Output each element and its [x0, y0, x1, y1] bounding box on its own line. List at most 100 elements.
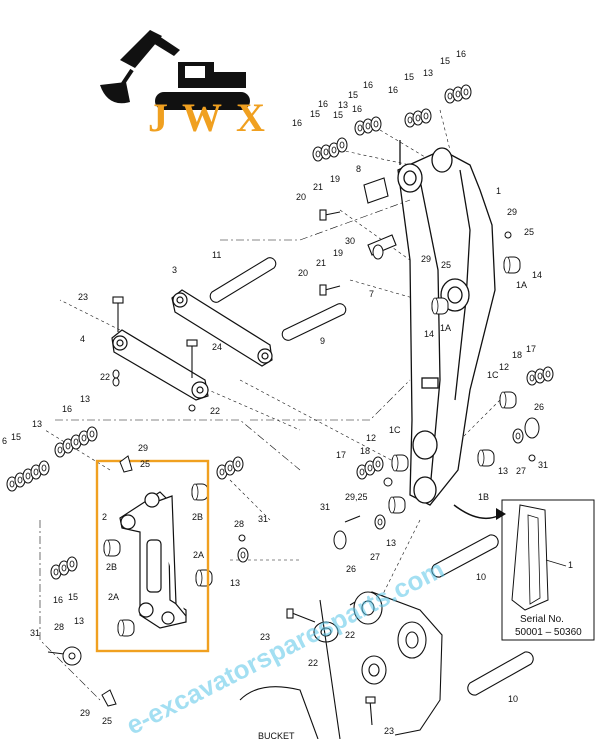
callout: 1B [478, 492, 489, 502]
callout: 21 [313, 182, 323, 192]
link-arm-part-4 [111, 329, 209, 401]
callout: 13 [423, 68, 433, 78]
highlight-box [95, 459, 210, 653]
serial-title: Serial No. [520, 614, 564, 625]
callout: 16 [318, 99, 328, 109]
callout: 25 [140, 459, 150, 469]
callout: 25 [524, 227, 534, 237]
callout: 22 [345, 630, 355, 640]
callout: 28 [234, 519, 244, 529]
callout: 31 [258, 514, 268, 524]
callout: 21 [316, 258, 326, 268]
callout: 23 [260, 632, 270, 642]
callout: 16 [388, 85, 398, 95]
callout: 31 [538, 460, 548, 470]
callout: 14 [532, 270, 542, 280]
callout: 15 [348, 90, 358, 100]
callout: 8 [356, 164, 361, 174]
callout: 19 [333, 248, 343, 258]
callout: 22 [100, 372, 110, 382]
callout: 15 [11, 432, 21, 442]
callout: 29 [80, 708, 90, 718]
callout: 22 [308, 658, 318, 668]
pins [209, 177, 534, 696]
callout-labels: 16 15 16 15 16 13 16 15 16 15 13 15 16 1… [2, 49, 548, 736]
h-link-part-2 [119, 491, 187, 629]
callout: 19 [330, 174, 340, 184]
callout: 2B [106, 562, 117, 572]
callout: 17 [336, 450, 346, 460]
callout: 1A [516, 280, 527, 290]
callout: 16 [456, 49, 466, 59]
callout: 9 [320, 336, 325, 346]
bolts [47, 209, 376, 726]
serial-inset: 1 Serial No. 50001 – 50360 [453, 499, 595, 641]
callout: 13 [80, 394, 90, 404]
callout: 20 [296, 192, 306, 202]
serial-range: 50001 – 50360 [515, 627, 582, 638]
callout: 13 [74, 616, 84, 626]
callout: 17 [526, 344, 536, 354]
callout: 3 [172, 265, 177, 275]
callout: 13 [230, 578, 240, 588]
bucket-linkage [239, 591, 443, 740]
callout: 10 [476, 572, 486, 582]
callout: 30 [345, 236, 355, 246]
callout: 16 [352, 104, 362, 114]
guide-lines [44, 109, 501, 601]
callout: 15 [310, 109, 320, 119]
callout: 13 [338, 100, 348, 110]
frame-lines [39, 199, 411, 701]
callout: 24 [212, 342, 222, 352]
callout: 13 [498, 466, 508, 476]
callout: 1A [440, 323, 451, 333]
callout: 18 [360, 446, 370, 456]
callout: 27 [516, 466, 526, 476]
callout: 13 [32, 419, 42, 429]
callout: 1C [389, 425, 401, 435]
callout: 25 [441, 260, 451, 270]
callout: 23 [384, 726, 394, 736]
callout: 15 [68, 592, 78, 602]
callout: 29,25 [345, 492, 368, 502]
callout: 20 [298, 268, 308, 278]
callout: 15 [333, 110, 343, 120]
callout: 14 [424, 329, 434, 339]
callout: 2A [193, 550, 204, 560]
callout: 16 [62, 404, 72, 414]
callout: 29 [507, 207, 517, 217]
link-arm-part-3 [171, 289, 273, 367]
callout: 7 [369, 289, 374, 299]
logo-text: JWX [148, 95, 279, 140]
callout: 15 [404, 72, 414, 82]
callout: 26 [346, 564, 356, 574]
callout: 2A [108, 592, 119, 602]
callout: 12 [499, 362, 509, 372]
callout: 1C [487, 370, 499, 380]
callout: 6 [2, 436, 7, 446]
callout: 26 [534, 402, 544, 412]
callout: 10 [508, 694, 518, 704]
bucket-label: BUCKET [258, 731, 295, 739]
callout: 23 [78, 292, 88, 302]
callout: 27 [370, 552, 380, 562]
callout: 29 [421, 254, 431, 264]
callout: 22 [210, 406, 220, 416]
callout: 4 [80, 334, 85, 344]
callout: 29 [138, 443, 148, 453]
callout: 13 [386, 538, 396, 548]
callout: 15 [440, 56, 450, 66]
callout: 31 [30, 628, 40, 638]
callout: 18 [512, 350, 522, 360]
callout: 1 [496, 186, 501, 196]
boom-arm-part-1 [397, 140, 496, 506]
small-parts [62, 231, 540, 707]
callout: 28 [54, 622, 64, 632]
callout: 2B [192, 512, 203, 522]
callout: 11 [212, 250, 221, 260]
callout: 12 [366, 433, 376, 443]
company-logo: JWX [100, 30, 279, 140]
inset-callout: 1 [568, 560, 573, 570]
